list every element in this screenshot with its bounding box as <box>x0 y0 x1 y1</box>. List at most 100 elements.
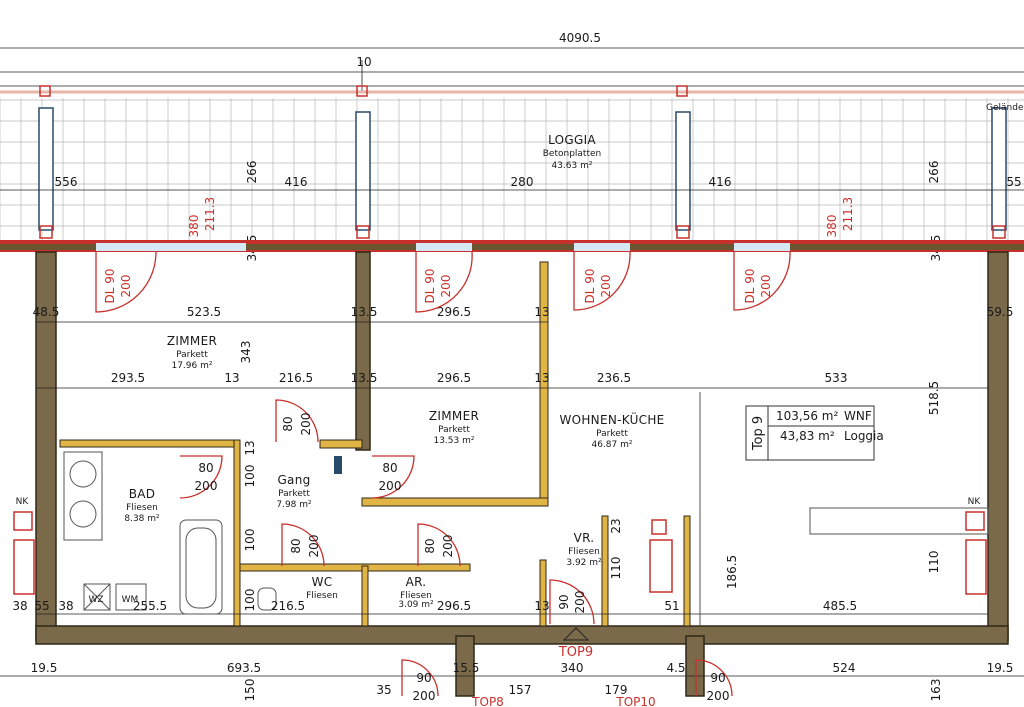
balcony-door-1-w: DL 90 <box>103 268 117 303</box>
dim-row2-2: 13 <box>224 371 239 385</box>
nk-shafts <box>13 511 987 595</box>
dim-row1-3: 13.5 <box>351 305 378 319</box>
balcony-door-4-h: 200 <box>759 275 773 298</box>
column-markers <box>39 85 1006 239</box>
dim-row1-2: 523.5 <box>187 305 221 319</box>
loggia-height-left: 266 <box>245 161 259 184</box>
vdim-bottom-150: 150 <box>243 679 257 702</box>
loggia-columns <box>38 107 1007 231</box>
door-gang-h: 200 <box>299 413 313 436</box>
loggia-dim-2: 416 <box>285 175 308 189</box>
door-ar-w: 80 <box>423 538 437 553</box>
room-gang: Gang Parkett 7.98 m² <box>276 473 312 510</box>
loggia-dim-1: 556 <box>55 175 78 189</box>
dim-row2-5: 296.5 <box>437 371 471 385</box>
dim-bottom-2: 55 <box>34 599 49 613</box>
room-area: 13.53 m² <box>433 436 474 446</box>
vdim-gang-13: 13 <box>243 440 257 455</box>
room-area: 7.98 m² <box>276 500 312 510</box>
room-finish: Fliesen <box>400 591 432 601</box>
dim-bottom-7: 296.5 <box>437 599 471 613</box>
dim-bottom-11: 51 <box>664 599 679 613</box>
vdim-bad-100-c: 100 <box>243 589 257 612</box>
loggia-tile-grid <box>0 98 1024 240</box>
room-name: AR. <box>406 575 427 589</box>
vdim-bad-100-b: 100 <box>243 529 257 552</box>
top-dimension-lines <box>0 47 1024 94</box>
room-area: 46.87 m² <box>591 440 632 450</box>
room-name: ZIMMER <box>167 334 217 348</box>
dim-row1-4: 296.5 <box>437 305 471 319</box>
window-opening-1-a: 380 <box>187 215 201 238</box>
top9-marker: TOP9 <box>558 627 593 660</box>
washer-label: WZ <box>88 595 103 605</box>
dim-row2-8: 533 <box>825 371 848 385</box>
room-area: 3.92 m² <box>566 558 602 568</box>
door-entry-left-h: 200 <box>413 689 436 703</box>
dim-lower-2: 693.5 <box>227 661 261 675</box>
vdim-bad-100-a: 100 <box>243 465 257 488</box>
dimension-small: 10 <box>356 55 371 69</box>
summary-wnf-value: 103,56 m² <box>776 409 838 423</box>
summary-loggia-label: Loggia <box>844 429 884 443</box>
room-finish: Parkett <box>176 350 208 360</box>
room-finish: Parkett <box>278 489 310 499</box>
room-finish: Fliesen <box>126 503 158 513</box>
kitchen-counter <box>699 392 989 626</box>
balcony-door-2-w: DL 90 <box>423 268 437 303</box>
door-vr-h: 200 <box>573 591 587 614</box>
top10-label: TOP10 <box>615 695 655 707</box>
nk-label-left: NK <box>16 497 30 507</box>
unit-name: Top 9 <box>751 416 766 451</box>
dim-bottom-1: 38 <box>12 599 27 613</box>
room-finish: Parkett <box>438 425 470 435</box>
vdim-bottom-163: 163 <box>929 679 943 702</box>
dim-lower-5: 4.5 <box>666 661 685 675</box>
dim-bottom-5: 216.5 <box>271 599 305 613</box>
interior-dimension-lines <box>0 321 1024 677</box>
top9-label: TOP9 <box>558 645 593 660</box>
nk-label-right: NK <box>968 497 982 507</box>
loggia-label: LOGGIA <box>548 133 596 147</box>
room-name: WC <box>312 575 333 589</box>
room-area: 3.09 m² <box>398 600 434 610</box>
facade-wall <box>0 240 1024 252</box>
vdim-vr-height: 186.5 <box>725 555 739 589</box>
balcony-door-3-h: 200 <box>599 275 613 298</box>
dim-last-2: 157 <box>509 683 532 697</box>
room-area: 8.38 m² <box>124 514 160 524</box>
dim-lower-4: 340 <box>561 661 584 675</box>
room-ar: AR. Fliesen 3.09 m² <box>398 575 434 610</box>
dimension-total: 4090.5 <box>559 31 601 45</box>
door-entry-right-h: 200 <box>707 689 730 703</box>
room-wc: WC Fliesen <box>306 575 338 601</box>
loggia-area: 43.63 m² <box>551 161 592 171</box>
balcony-door-1-h: 200 <box>119 275 133 298</box>
room-finish: Parkett <box>596 429 628 439</box>
door-bad-h: 200 <box>195 479 218 493</box>
door-wc-h: 200 <box>307 535 321 558</box>
summary-loggia-value: 43,83 m² <box>780 429 835 443</box>
loggia-dim-5: 55 <box>1006 175 1021 189</box>
room-finish: Fliesen <box>568 547 600 557</box>
vdim-right-110: 110 <box>927 551 941 574</box>
top8-label: TOP8 <box>471 695 504 707</box>
dim-row1-5: 13 <box>534 305 549 319</box>
loggia-finish: Betonplatten <box>543 149 601 159</box>
door-zimmer-w: 80 <box>382 461 397 475</box>
dim-row1-6: 59.5 <box>987 305 1014 319</box>
dim-bottom-3: 38 <box>58 599 73 613</box>
room-name: ZIMMER <box>429 409 479 423</box>
room-name: VR. <box>574 531 595 545</box>
window-opening-1-b: 211.3 <box>203 197 217 231</box>
door-gang-w: 80 <box>281 416 295 431</box>
loggia-dim-4: 416 <box>709 175 732 189</box>
dim-lower-1: 19.5 <box>31 661 58 675</box>
door-wc-w: 80 <box>289 538 303 553</box>
gang-cabinet <box>334 456 342 474</box>
window-opening-2-b: 211.3 <box>841 197 855 231</box>
room-name: BAD <box>129 487 156 501</box>
vdim-vr-23: 23 <box>609 518 623 533</box>
room-bad: BAD Fliesen 8.38 m² <box>124 487 160 524</box>
